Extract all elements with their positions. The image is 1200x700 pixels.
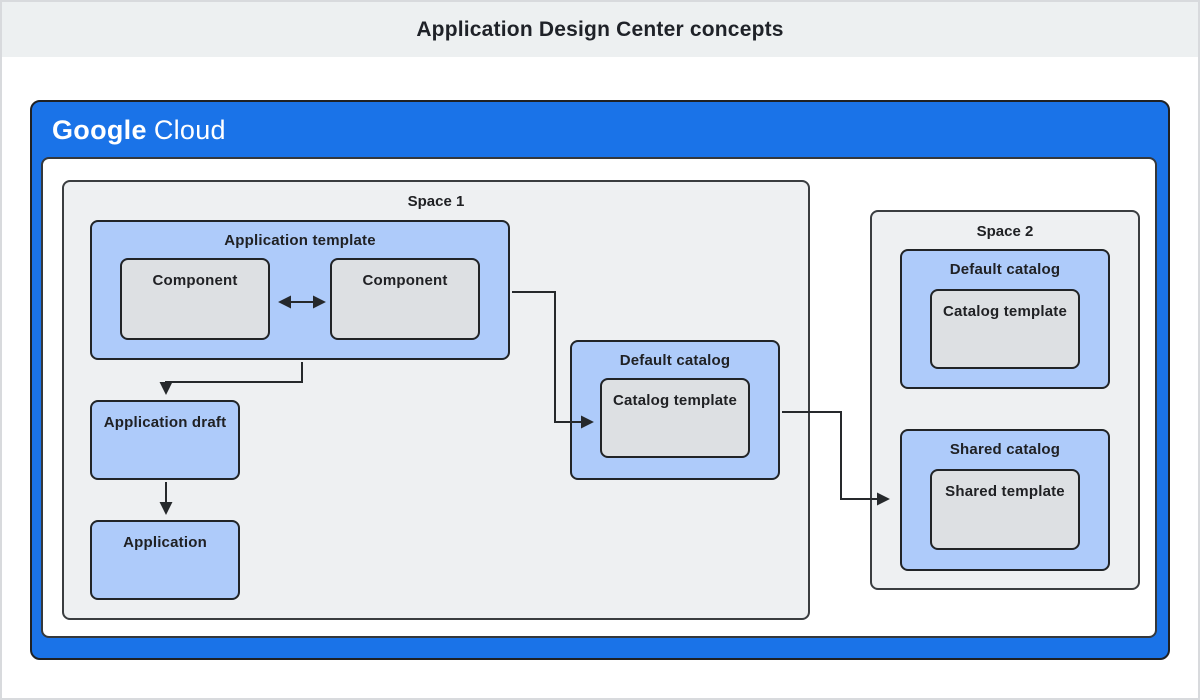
page-title: Application Design Center concepts — [416, 17, 784, 41]
component-2-box: Component — [330, 258, 480, 340]
google-logo-word: Google — [52, 115, 147, 145]
shared-template-label: Shared template — [945, 483, 1065, 500]
application-label: Application — [123, 534, 207, 551]
cloud-inner-panel: Space 1 Application template Component C… — [41, 157, 1157, 638]
space1-default-catalog-label: Default catalog — [619, 352, 731, 369]
space1-catalog-template-label: Catalog template — [612, 392, 738, 409]
space2-default-catalog-label: Default catalog — [949, 261, 1061, 278]
cloud-logo-word: Cloud — [153, 115, 226, 145]
shared-catalog-box: Shared catalog Shared template — [900, 429, 1110, 571]
space2-catalog-template-box: Catalog template — [930, 289, 1080, 369]
space2-default-catalog-box: Default catalog Catalog template — [900, 249, 1110, 389]
title-band: Application Design Center concepts — [2, 2, 1198, 57]
component-2-label: Component — [362, 272, 448, 289]
space-2-box: Space 2 Default catalog Catalog template… — [870, 210, 1140, 590]
component-1-box: Component — [120, 258, 270, 340]
shared-catalog-label: Shared catalog — [949, 441, 1061, 458]
application-draft-box: Application draft — [90, 400, 240, 480]
application-template-label: Application template — [224, 232, 376, 249]
space2-catalog-template-label: Catalog template — [942, 303, 1068, 320]
space1-catalog-template-box: Catalog template — [600, 378, 750, 458]
shared-template-box: Shared template — [930, 469, 1080, 550]
space-1-box: Space 1 Application template Component C… — [62, 180, 810, 620]
space1-default-catalog-box: Default catalog Catalog template — [570, 340, 780, 480]
component-1-label: Component — [152, 272, 238, 289]
application-draft-label: Application draft — [103, 414, 227, 431]
application-template-box: Application template Component Component — [90, 220, 510, 360]
application-box: Application — [90, 520, 240, 600]
space-2-label: Space 2 — [976, 223, 1034, 240]
space-1-label: Space 1 — [407, 193, 465, 210]
